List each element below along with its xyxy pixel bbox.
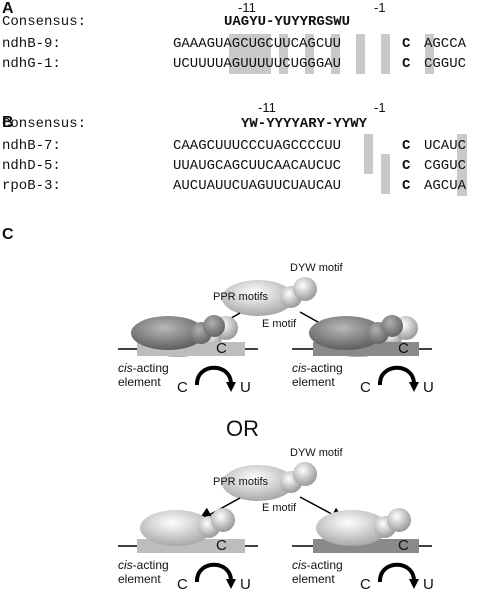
editing-arrowhead [226,579,236,589]
cis-acting-label: cis-acting [118,558,169,572]
e-motif-label: E motif [262,318,297,330]
position-minus-11-label: -11 [258,100,276,115]
highlight-block [381,34,390,74]
element-label: element [118,375,161,389]
edited-c-site: C [402,56,411,72]
sequence-name: rpoB-3: [2,178,61,194]
consensus-sequence: YW-YYYYARY-YYWY [241,116,368,132]
highlight-block [364,134,373,174]
editing-arrow [377,365,417,386]
u-to-label: U [240,379,251,396]
highlight-block [457,134,467,196]
target-c-site: C [216,340,227,357]
position-minus-11-label: -11 [238,0,256,15]
editing-arrowhead [409,579,419,589]
u-to-label: U [240,576,251,593]
highlight-block [356,34,365,74]
cis-acting-label: cis-acting [118,361,169,375]
scenario-top-left: C C U cis-acting element [118,315,258,396]
element-label: element [118,572,161,586]
editing-arrowhead [409,382,419,392]
ppr-motifs-domain [140,510,212,546]
c-from-label: C [177,576,188,593]
editing-arrowhead [226,382,236,392]
position-minus-1-label: -1 [374,100,386,115]
sequence-name: ndhB-7: [2,138,61,154]
c-from-label: C [360,576,371,593]
edited-c-site: C [402,138,411,154]
ppr-motifs-domain [222,280,294,316]
element-label: element [292,572,335,586]
dyw-motif-label: DYW motif [290,262,344,274]
scenario-bottom-left: C C U cis-acting element [118,508,258,593]
sequence-name: ndhG-1: [2,56,61,72]
highlight-block [229,34,271,74]
scenario-bottom-right: C C U cis-acting element [292,508,434,593]
ppr-protein-top [222,277,317,316]
dyw-motif-domain [293,277,317,301]
target-c-site: C [398,340,409,357]
u-to-label: U [423,379,434,396]
consensus-label: Consensus: [2,14,87,30]
panel-a-label: A [2,0,14,17]
dyw-motif-label: DYW motif [290,447,344,459]
sequence-downstream: UCAUC [424,138,467,154]
highlight-block [425,34,434,74]
dyw-motif-domain [293,462,317,486]
element-label: element [292,375,335,389]
consensus-sequence: UAGYU-YUYYRGSWU [224,14,351,30]
position-minus-1-label: -1 [374,0,386,15]
cis-acting-label: cis-acting [292,558,343,572]
dyw-motif-domain [203,315,225,337]
ppr-motifs-domain [309,316,383,350]
edited-c-site: C [402,158,411,174]
panel-c-label: C [2,226,14,243]
sequence-name: ndhD-5: [2,158,61,174]
edited-c-site: C [402,36,411,52]
ppr-motifs-label: PPR motifs [213,291,269,303]
sequence-downstream: CGGUC [424,56,467,72]
dyw-motif-domain [211,508,235,532]
cis-acting-label: cis-acting [292,361,343,375]
editing-arrow [194,562,234,583]
target-c-site: C [398,537,409,554]
e-motif-label: E motif [262,502,297,514]
ppr-protein-bottom [222,462,317,501]
ppr-motifs-domain [131,316,205,350]
sequence-downstream: AGCUA [424,178,467,194]
edited-c-site: C [402,178,411,194]
or-label: OR [226,416,259,441]
sequence-upstream: AUCUAUUCUAGUUCUAUCAU [173,178,342,194]
highlight-block [279,34,288,74]
dyw-motif-domain [381,315,403,337]
editing-arrow [194,365,234,386]
editing-arrow [377,562,417,583]
ppr-motifs-domain [222,465,294,501]
target-c-site: C [216,537,227,554]
c-from-label: C [360,379,371,396]
sequence-upstream: GAAAGUAGCUGCUUCAGCUU [173,36,342,52]
u-to-label: U [423,576,434,593]
sequence-upstream: UCUUUUAGUUUUUCUGGGAU [173,56,342,72]
sequence-upstream: CAAGCUUUCCCUAGCCCCUU [173,138,342,154]
sequence-name: ndhB-9: [2,36,61,52]
ppr-motifs-domain [316,510,388,546]
c-from-label: C [177,379,188,396]
ppr-motifs-label: PPR motifs [213,476,269,488]
sequence-upstream: UUAUGCAGCUUCAACAUCUC [173,158,342,174]
panel-b-label: B [2,114,14,131]
highlight-block [381,154,390,194]
highlight-block [305,34,314,74]
scenario-top-right: C C U cis-acting element [292,315,434,396]
sequence-downstream: CGGUC [424,158,467,174]
dyw-motif-domain [387,508,411,532]
consensus-label: Consensus: [2,116,87,132]
highlight-block [331,34,340,74]
sequence-downstream: AGCCA [424,36,467,52]
